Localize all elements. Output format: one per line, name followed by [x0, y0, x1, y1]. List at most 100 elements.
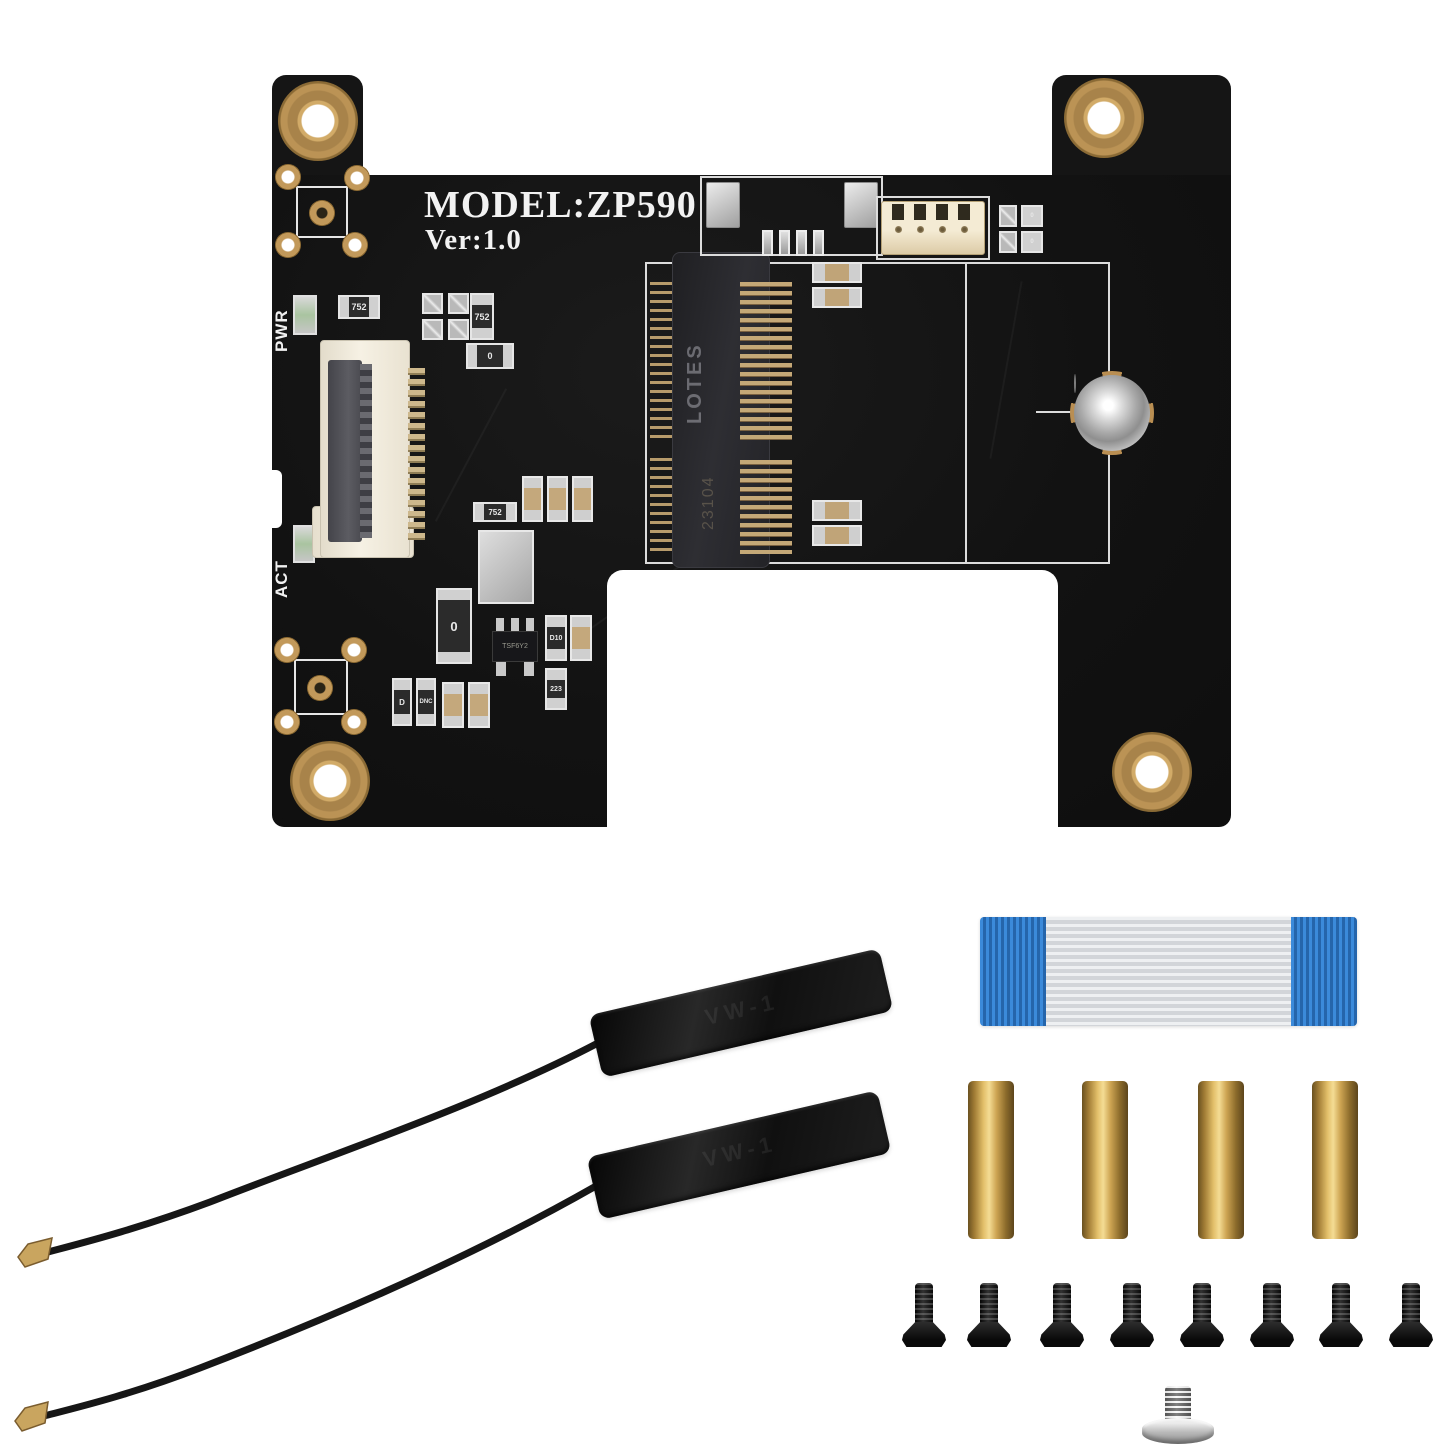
ffc-connector-teeth	[360, 364, 372, 538]
screw-head	[1250, 1322, 1294, 1347]
through-hole	[275, 232, 301, 258]
black-screw	[1110, 1283, 1154, 1347]
through-hole	[274, 637, 300, 663]
capacitor	[812, 262, 862, 283]
black-screw	[1040, 1283, 1084, 1347]
regulator-ic: TSF6Y2	[492, 618, 538, 676]
solder-pad	[422, 319, 443, 340]
header-pin	[762, 230, 773, 256]
jst-slot	[936, 204, 948, 220]
through-hole	[344, 165, 370, 191]
mpcie-pins-right	[740, 282, 792, 440]
act-label: ACT	[272, 560, 291, 598]
black-screw	[967, 1283, 1011, 1347]
diode-0: 0	[436, 588, 472, 664]
screw-thread	[1165, 1386, 1191, 1422]
screw-thread	[915, 1283, 933, 1325]
black-screw	[1319, 1283, 1363, 1347]
screw-thread	[1263, 1283, 1281, 1325]
black-screw	[902, 1283, 946, 1347]
through-hole	[342, 232, 368, 258]
jst-slot	[914, 204, 926, 220]
silver-screw	[1142, 1386, 1214, 1444]
ribbon-blue-end	[980, 917, 1046, 1026]
diode-d10: D10	[545, 615, 567, 661]
shield-pad	[844, 182, 878, 228]
antenna-marking: VW-1	[702, 988, 781, 1030]
screw-thread	[980, 1283, 998, 1325]
ipex-connector	[17, 1236, 53, 1268]
through-hole	[307, 675, 333, 701]
metal-standoff-nut	[1074, 375, 1150, 451]
model-label: MODEL:ZP590	[424, 184, 697, 226]
screw-head	[1110, 1322, 1154, 1347]
black-screw	[1250, 1283, 1294, 1347]
mpcie-pins-left	[650, 282, 674, 442]
capacitor	[812, 500, 862, 521]
mounting-hole	[278, 81, 358, 161]
mpcie-pins-left	[650, 458, 674, 552]
diode-d: D	[392, 678, 412, 726]
solder-pad	[999, 205, 1017, 227]
capacitor	[522, 476, 543, 522]
jst-pin	[895, 226, 902, 233]
ffc-connector-latch	[328, 360, 362, 542]
pcb-left-edge-notch	[265, 470, 282, 528]
through-hole	[309, 200, 335, 226]
pwr-label: PWR	[272, 309, 291, 352]
shield-pad	[706, 182, 740, 228]
antenna-cable	[40, 1182, 600, 1420]
brass-standoff	[1082, 1081, 1128, 1239]
resistor-0: 0	[1021, 231, 1043, 253]
capacitor	[468, 682, 490, 728]
mpcie-card-outline-line	[965, 262, 967, 564]
antenna-marking: VW-1	[700, 1130, 779, 1172]
inductor	[478, 530, 534, 604]
screw-head	[902, 1322, 946, 1347]
wifi-antenna: VW-1	[586, 1090, 892, 1220]
jst-pin	[939, 226, 946, 233]
mpcie-pins-right	[740, 460, 792, 554]
ribbon-blue-end	[1291, 917, 1357, 1026]
mounting-hole	[290, 741, 370, 821]
ic-legs	[496, 618, 534, 632]
antenna-cable	[44, 1039, 602, 1256]
screw-thread	[1193, 1283, 1211, 1325]
screw-thread	[1332, 1283, 1350, 1325]
through-hole-pattern-outline	[296, 186, 348, 238]
pcb-bottom-cutout	[607, 570, 1058, 832]
capacitor	[812, 287, 862, 308]
header-pin	[796, 230, 807, 256]
brass-standoff	[1312, 1081, 1358, 1239]
screw-head	[1142, 1418, 1214, 1444]
through-hole	[274, 709, 300, 735]
through-hole-pattern-outline	[294, 659, 348, 715]
capacitor	[572, 476, 593, 522]
mounting-hole	[1064, 78, 1144, 158]
ffc-connector-pins	[408, 368, 425, 540]
wifi-antenna: VW-1	[588, 948, 894, 1078]
ic-legs	[496, 662, 534, 676]
mpcie-etch-text: 23104	[700, 475, 717, 531]
jst-pin	[917, 226, 924, 233]
screw-head	[1389, 1322, 1433, 1347]
jst-slot	[892, 204, 904, 220]
screw-head	[1180, 1322, 1224, 1347]
mpcie-brand-text: LOTES	[684, 342, 706, 424]
solder-pad	[448, 319, 469, 340]
screw-thread	[1053, 1283, 1071, 1325]
capacitor	[812, 525, 862, 546]
resistor-752: 752	[338, 295, 380, 319]
through-hole	[275, 164, 301, 190]
ipex-connector	[14, 1400, 49, 1432]
resistor-dnc: DNC	[416, 678, 436, 726]
version-label: Ver:1.0	[425, 224, 522, 256]
header-pin	[813, 230, 824, 256]
black-screw	[1180, 1283, 1224, 1347]
header-pin	[779, 230, 790, 256]
mounting-hole	[1112, 732, 1192, 812]
mpcie-screw-tick	[1036, 411, 1094, 413]
jst-outline	[876, 196, 990, 260]
screw-head	[967, 1322, 1011, 1347]
